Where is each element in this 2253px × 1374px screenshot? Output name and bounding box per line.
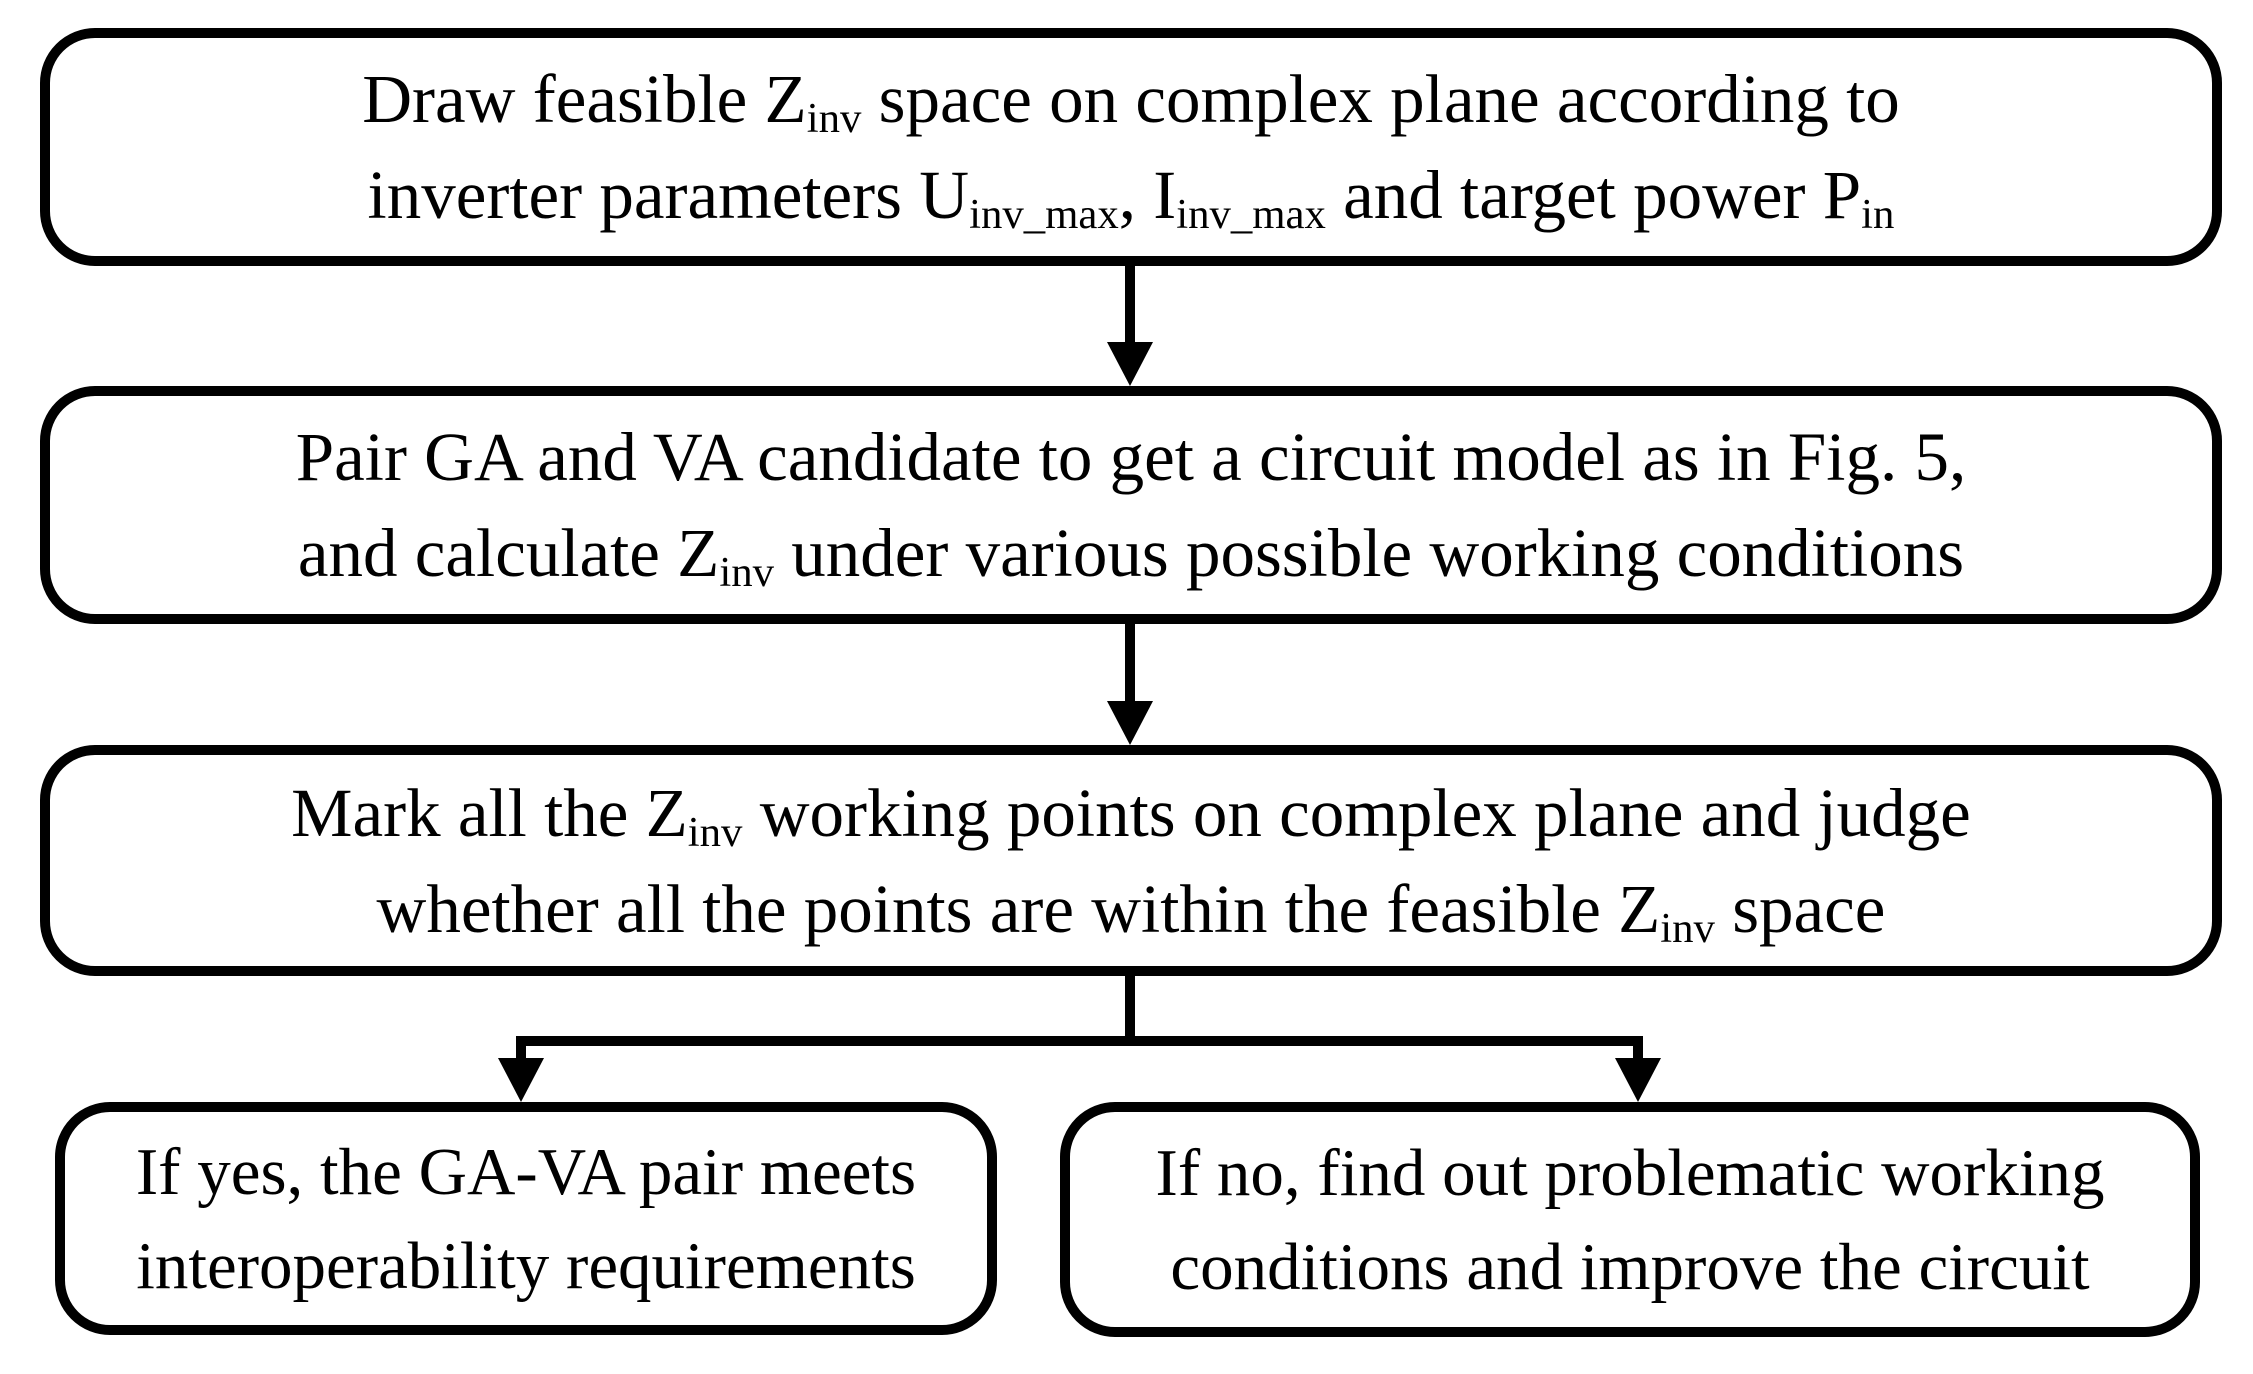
branch-center-stem [1125,974,1135,1046]
arrow-step3-to-yes-head-icon [498,1058,544,1102]
flow-outcome-yes: If yes, the GA-VA pair meets interoperab… [55,1102,997,1335]
step2-line1: Pair GA and VA candidate to get a circui… [295,419,1967,495]
arrow-step1-to-step2-stem [1125,264,1135,348]
outcome-no-line1: If no, find out problematic working [1155,1135,2105,1210]
arrow-step2-to-step3-head-icon [1107,701,1153,745]
arrow-step3-to-yes-stem [516,1036,526,1068]
step3-line2: whether all the points are within the fe… [376,870,1886,952]
branch-horizontal-bar [516,1036,1643,1046]
arrow-step2-to-step3-stem [1125,622,1135,706]
arrow-step3-to-no-stem [1633,1036,1643,1068]
outcome-no-line2: conditions and improve the circuit [1170,1229,2090,1304]
step2-line2: and calculate Zinv under various possibl… [297,515,1965,597]
flow-step-draw-feasible-zinv-space: Draw feasible Zinv space on complex plan… [40,28,2222,266]
arrow-step3-to-no-head-icon [1615,1058,1661,1102]
outcome-yes-line1: If yes, the GA-VA pair meets [135,1134,917,1209]
step1-line1: Draw feasible Zinv space on complex plan… [362,61,1900,143]
step3-line1: Mark all the Zinv working points on comp… [291,774,1971,856]
flow-outcome-no: If no, find out problematic working cond… [1060,1102,2200,1337]
outcome-yes-line2: interoperability requirements [136,1228,916,1303]
step1-line2: inverter parameters Uinv_max, Iinv_max a… [367,157,1895,239]
arrow-step1-to-step2-head-icon [1107,342,1153,386]
flow-step-mark-points-and-judge: Mark all the Zinv working points on comp… [40,745,2222,976]
flow-step-pair-ga-va-candidates: Pair GA and VA candidate to get a circui… [40,386,2222,624]
